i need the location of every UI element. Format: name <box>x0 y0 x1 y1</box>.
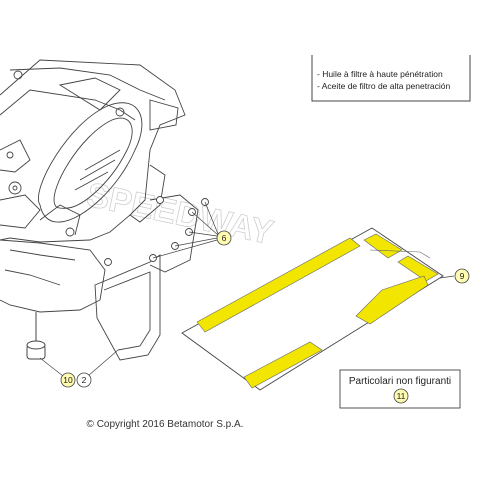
callout-6[interactable]: 6 <box>216 230 232 246</box>
not-shown-label: Particolari non figuranti <box>349 376 451 387</box>
watermark: SPEEDWAY <box>83 176 277 253</box>
copyright-text: © Copyright 2016 Betamotor S.p.A. <box>87 419 244 430</box>
callout-9[interactable]: 9 <box>439 268 470 284</box>
callout-9-label: 9 <box>460 271 465 281</box>
callout-2[interactable]: 2 <box>76 372 92 388</box>
side-panel-drawing <box>0 239 106 313</box>
callout-11[interactable]: 11 <box>393 388 409 404</box>
legend-line-2: - Aceite de filtro de alta penetración <box>317 81 451 91</box>
decal-panel <box>181 227 444 391</box>
bolt-part-10 <box>26 312 46 360</box>
callout-6-label: 6 <box>222 233 227 243</box>
callout-11-label: 11 <box>397 391 406 401</box>
legend-box: - Huile à filtre à haute pénétration - A… <box>311 55 471 102</box>
leader-lines-6 <box>152 201 219 259</box>
leader-lines-10-2 <box>39 349 119 377</box>
airbox-frame-drawing <box>0 59 186 243</box>
callout-10[interactable]: 10 <box>60 372 76 388</box>
callout-10-label: 10 <box>63 375 73 385</box>
callout-2-label: 2 <box>82 375 87 385</box>
legend-line-1: - Huile à filtre à haute pénétration <box>317 69 443 79</box>
air-filter-drawing <box>38 102 166 223</box>
